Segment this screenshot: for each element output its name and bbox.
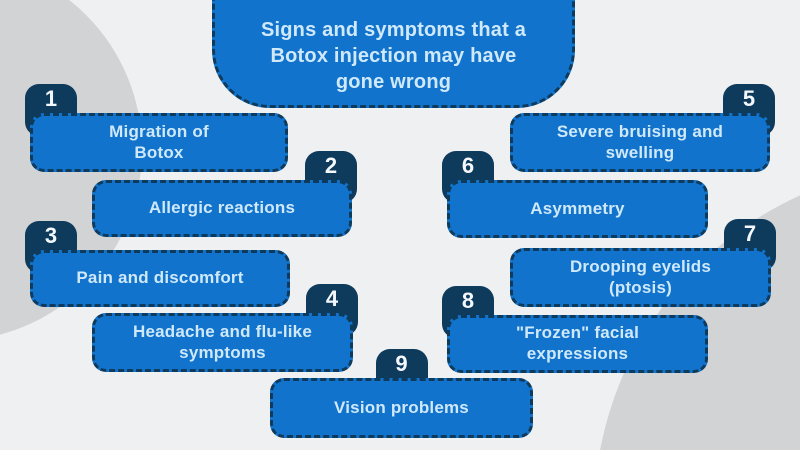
symptom-card-3: 3 Pain and discomfort bbox=[25, 221, 290, 307]
symptom-card-7: 7 Drooping eyelids (ptosis) bbox=[510, 219, 776, 307]
symptom-box: Severe bruising and swelling bbox=[510, 113, 770, 172]
symptom-card-6: 6 Asymmetry bbox=[442, 151, 708, 238]
symptom-box: Allergic reactions bbox=[92, 180, 352, 237]
item-number: 2 bbox=[324, 153, 338, 178]
symptom-box: Vision problems bbox=[270, 378, 533, 438]
symptom-card-5: 5 Severe bruising and swelling bbox=[510, 84, 775, 172]
symptom-label: Pain and discomfort bbox=[76, 268, 244, 288]
item-number: 3 bbox=[44, 223, 58, 248]
item-number: 5 bbox=[742, 86, 756, 111]
item-number: 1 bbox=[44, 86, 58, 111]
symptom-label: "Frozen" facial expressions bbox=[515, 323, 640, 363]
symptom-box: Drooping eyelids (ptosis) bbox=[510, 248, 771, 307]
symptom-card-1: 1 Migration of Botox bbox=[25, 84, 288, 172]
title-banner: Signs and symptoms that a Botox injectio… bbox=[212, 0, 575, 108]
item-number: 7 bbox=[743, 221, 757, 246]
symptom-box: "Frozen" facial expressions bbox=[447, 315, 708, 373]
symptom-box: Headache and flu-like symptoms bbox=[92, 313, 353, 372]
item-number: 4 bbox=[325, 286, 339, 311]
symptom-label: Vision problems bbox=[334, 397, 469, 417]
symptom-card-4: 4 Headache and flu-like symptoms bbox=[92, 284, 358, 372]
symptom-card-9: 9 Vision problems bbox=[270, 349, 533, 438]
symptom-box: Asymmetry bbox=[447, 180, 708, 238]
symptom-label: Migration of Botox bbox=[109, 121, 209, 162]
symptom-card-2: 2 Allergic reactions bbox=[92, 151, 357, 237]
symptom-card-8: 8 "Frozen" facial expressions bbox=[442, 286, 708, 373]
page-title: Signs and symptoms that a Botox injectio… bbox=[260, 19, 527, 93]
symptom-label: Allergic reactions bbox=[148, 198, 296, 218]
item-number: 8 bbox=[461, 288, 475, 313]
symptom-label: Asymmetry bbox=[530, 198, 625, 218]
item-number: 6 bbox=[461, 153, 475, 178]
symptom-box: Migration of Botox bbox=[30, 113, 288, 172]
symptom-box: Pain and discomfort bbox=[30, 250, 290, 307]
symptom-label: Headache and flu-like symptoms bbox=[133, 321, 312, 362]
item-number: 9 bbox=[395, 351, 408, 376]
symptom-label: Drooping eyelids (ptosis) bbox=[569, 256, 712, 297]
symptom-label: Severe bruising and swelling bbox=[556, 121, 724, 162]
